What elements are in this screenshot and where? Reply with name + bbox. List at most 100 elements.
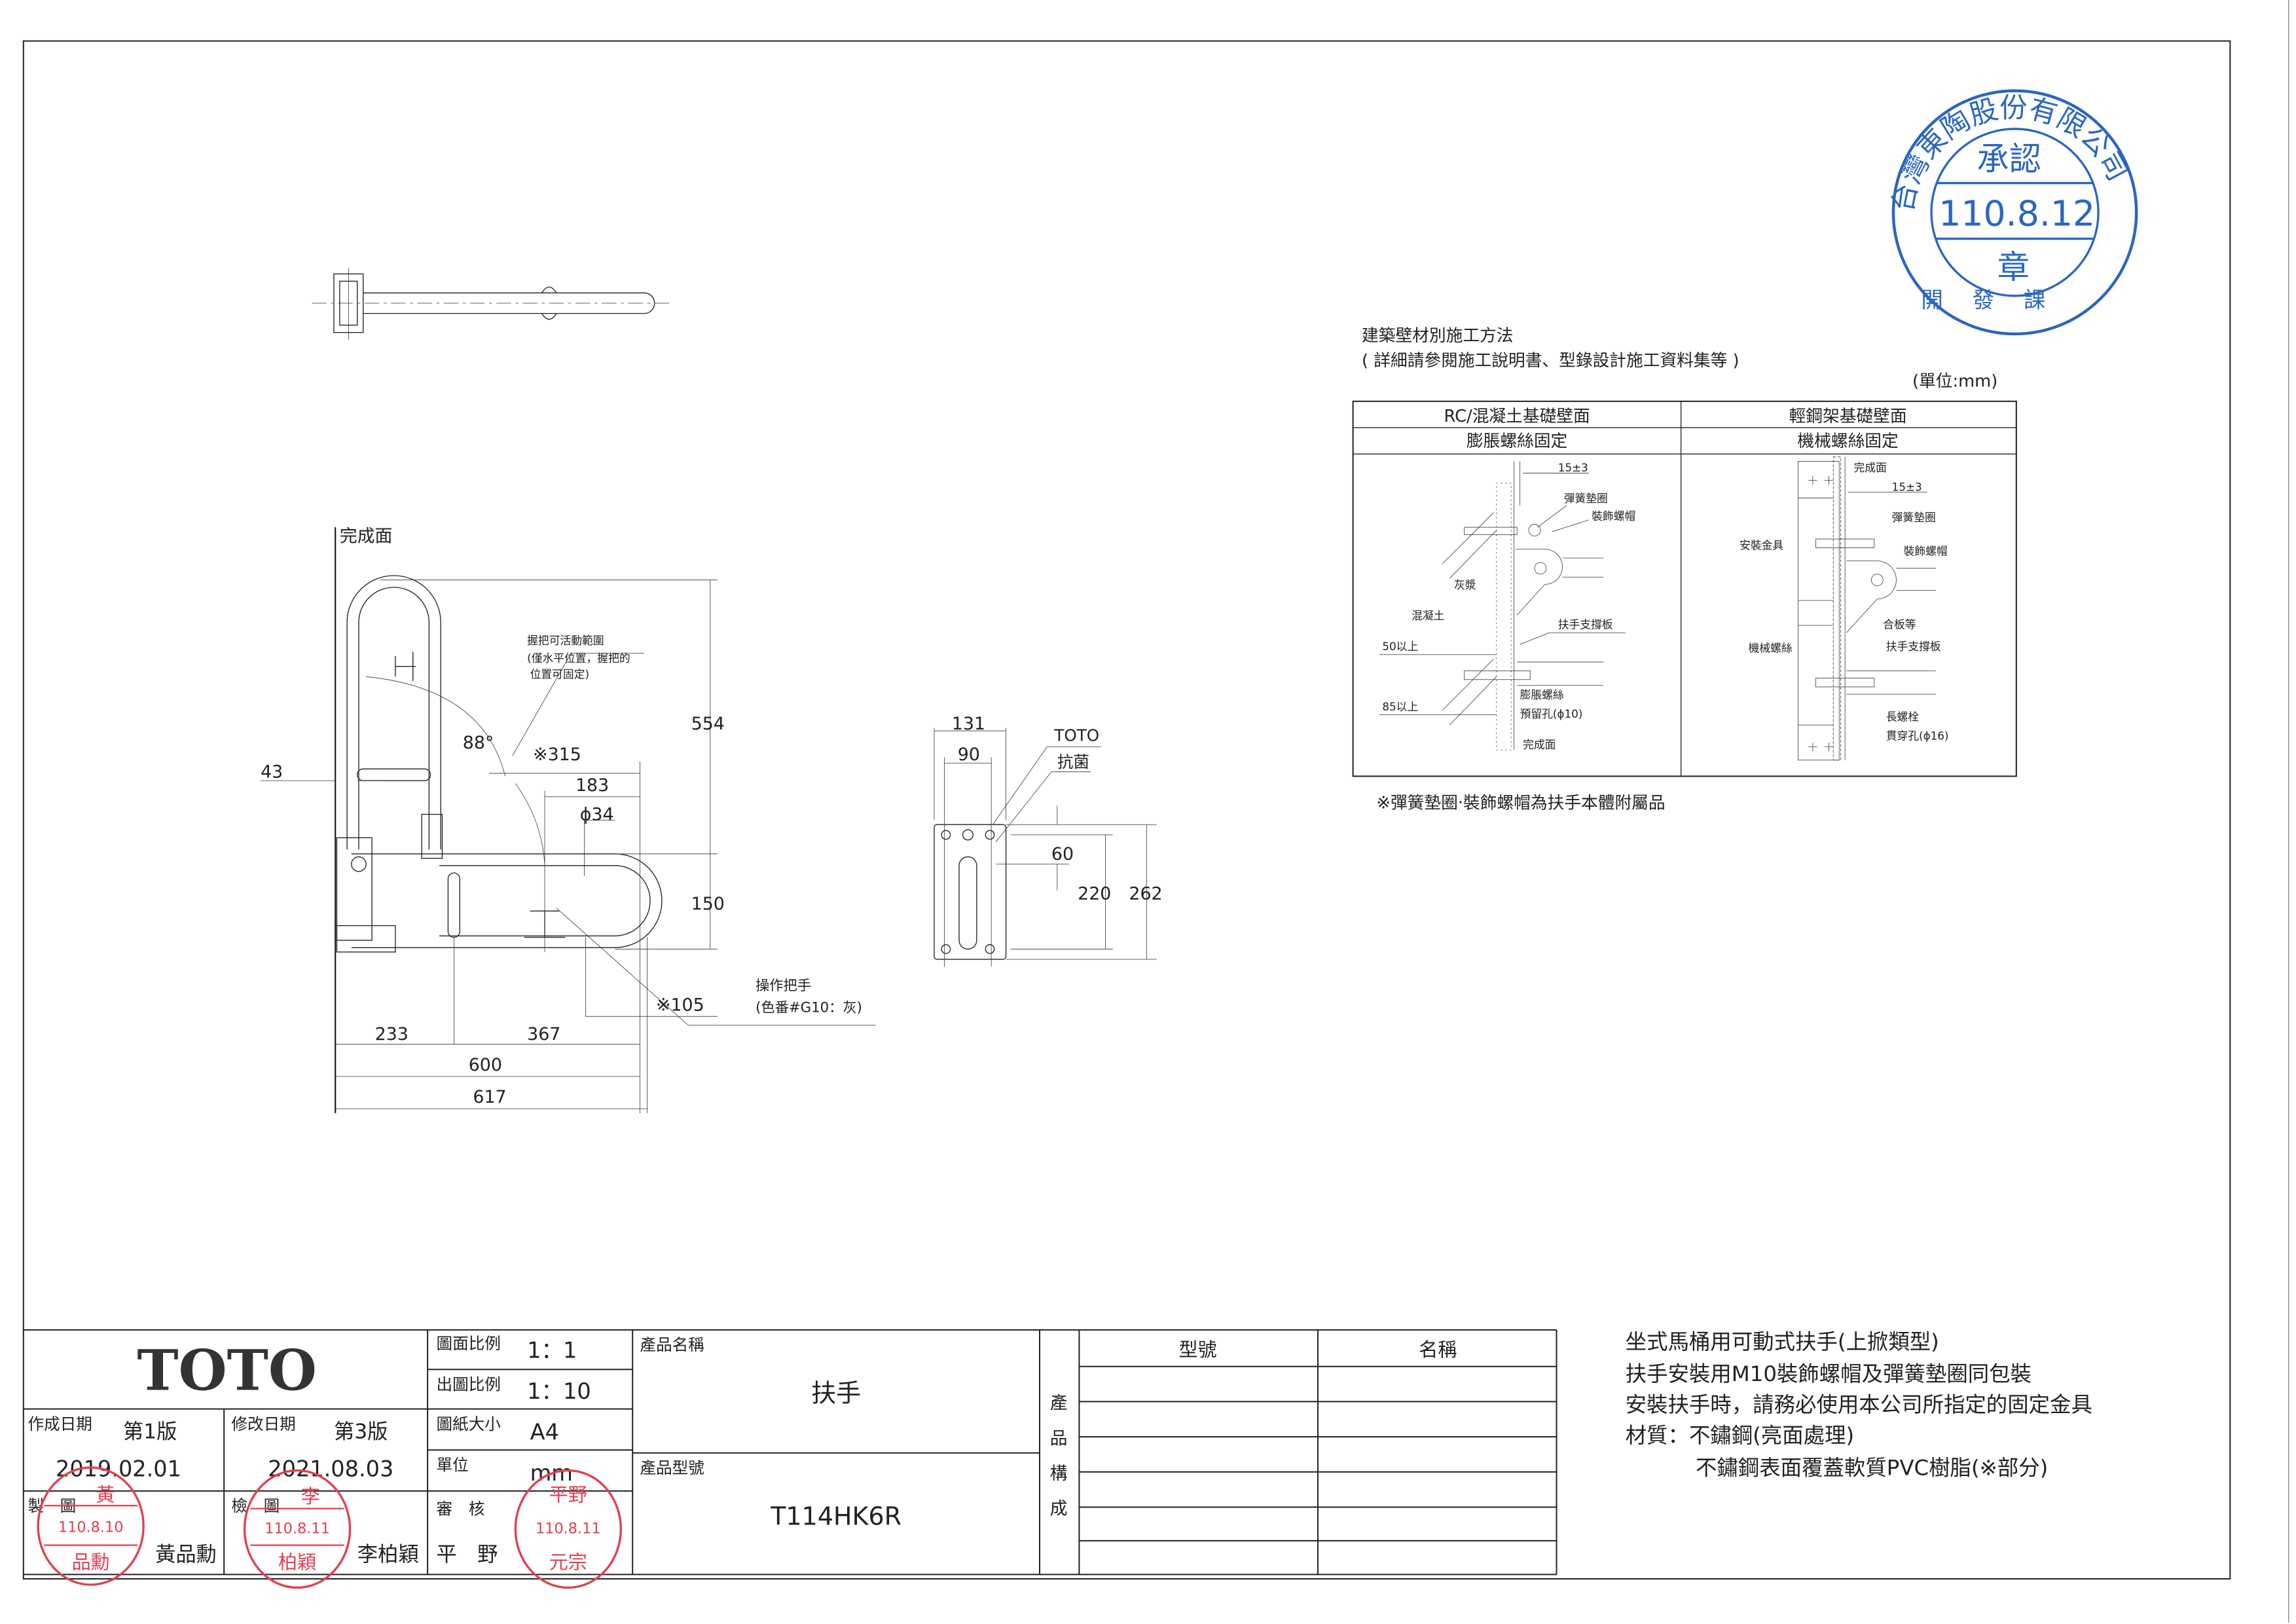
long-bolt-label: 長螺栓 [1886,710,1920,723]
stamp-date: 110.8.12 [1939,193,2095,234]
side-view: 131 90 TOTO 抗菌 60 220 262 [934,714,1163,967]
antibacterial-label: 抗菌 [1057,752,1089,771]
top-view [312,268,674,340]
installation-section: 建築壁材別施工方法 ( 詳細請參閱施工說明書、型錄設計施工資料集等 ) (單位:… [1352,326,2017,813]
handle-color-label: (色番#G10：灰) [756,999,862,1016]
dim-60: 60 [1051,844,1074,864]
left-gap-label: 15±3 [1558,461,1588,474]
finish-surface-label: 完成面 [340,526,392,547]
left-plate-label: 扶手支撐板 [1558,618,1613,631]
created-version: 第1版 [123,1420,177,1443]
stamp-dept: 開發課 [1921,287,2075,313]
rc-wall-method: 膨脹螺絲固定 [1467,432,1567,451]
sheet-border [22,40,2231,1580]
paper-size-label: 圖紙大小 [437,1414,501,1433]
left-hole-label: 預留孔(ϕ10) [1520,707,1583,720]
product-name: 扶手 [811,1378,861,1407]
toto-logo: TOTO [137,1338,317,1404]
svg-text:李: 李 [301,1485,320,1507]
dim-233: 233 [375,1024,409,1044]
composition-char-4: 成 [1050,1499,1068,1519]
drawing-scale: 1：1 [527,1337,577,1363]
note-line-4: 材質：不鏽鋼(亮面處理) [1626,1423,1855,1448]
stamp-approve: 承認 [1977,139,2041,177]
note-line-5: 不鏽鋼表面覆蓋軟質PVC樹脂(※部分) [1696,1455,2048,1480]
dim-315: ※315 [533,745,581,765]
anchor-bolt-label: 膨脹螺絲 [1520,688,1564,701]
revised-date-label: 修改日期 [231,1414,295,1433]
right-plate-label: 扶手支撐板 [1886,640,1941,653]
paper-size: A4 [530,1420,559,1445]
note-line-3: 安裝扶手時，請務必使用本公司所指定的固定金具 [1626,1392,2092,1417]
composition-char-3: 構 [1050,1464,1068,1484]
front-view: 完成面 43 554 150 8 [261,526,876,1113]
install-subtitle: ( 詳細請參閱施工說明書、型錄設計施工資料集等 ) [1362,351,1740,371]
dim-262: 262 [1129,883,1162,904]
steel-wall-method: 機械螺絲固定 [1797,432,1898,451]
left-nut-label: 裝飾螺帽 [1592,509,1635,523]
unit-label-tb: 單位 [437,1456,469,1475]
right-washer-label: 彈簧墊圈 [1892,511,1936,524]
plywood-label: 合板等 [1883,618,1916,631]
drawing-scale-label: 圖面比例 [437,1334,501,1353]
svg-text:品勳: 品勳 [72,1551,110,1573]
dim-90: 90 [958,745,980,765]
product-model: T114HK6R [770,1502,902,1530]
svg-text:柏穎: 柏穎 [278,1551,316,1573]
revised-date: 2021.08.03 [268,1456,393,1481]
approval-stamp: 台灣東陶股份有限公司 承認 110.8.12 章 開發課 [1887,89,2138,336]
dim-617: 617 [473,1087,506,1107]
dim-angle-88: 88° [463,733,494,753]
drawn-stamp: 黃 110.8.10 品勳 [37,1466,145,1586]
svg-text:黃: 黃 [96,1484,115,1506]
product-notes: 坐式馬桶用可動式扶手(上掀類型) 扶手安裝用M10裝飾螺帽及彈簧墊圈同包裝 安裝… [1626,1329,2092,1480]
name-column-header: 名稱 [1419,1338,1457,1361]
accessory-note: ※彈簧墊圈‧裝飾螺帽為扶手本體附屬品 [1376,794,1665,813]
checked-by-label: 檢 圖 [231,1496,280,1515]
dim-183: 183 [575,775,609,796]
svg-text:110.8.11: 110.8.11 [264,1521,330,1538]
range-note-2: (僅水平位置，握把的 [527,652,630,665]
note-line-2: 扶手安裝用M10裝飾螺帽及彈簧墊圈同包裝 [1626,1361,2032,1386]
product-name-label: 產品名稱 [640,1335,704,1354]
approved-stamp: 平野 110.8.11 元宗 [514,1469,622,1589]
note-line-1: 坐式馬桶用可動式扶手(上掀類型) [1626,1329,1939,1354]
title-block: TOTO 圖面比例 1：1 出圖比例 1：10 圖紙大小 A4 單位 mm 作成… [23,1329,1558,1589]
composition-char-2: 品 [1050,1428,1068,1449]
revised-version: 第3版 [334,1420,388,1443]
created-date: 2019.02.01 [56,1456,181,1481]
range-note-1: 握把可活動範圍 [527,634,604,647]
machine-screw-label: 機械螺絲 [1749,641,1793,654]
dim-554: 554 [691,714,725,734]
approved-by-label: 審 核 [437,1500,485,1519]
right-gap-label: 15±3 [1892,480,1922,493]
dim-dia-34: ϕ34 [580,804,614,824]
svg-text:110.8.10: 110.8.10 [58,1519,124,1536]
min85-label: 85以上 [1382,700,1418,713]
dim-367: 367 [527,1024,560,1044]
rc-wall-header: RC/混凝土基礎壁面 [1444,407,1590,426]
checked-stamp: 李 110.8.11 柏穎 [243,1469,352,1589]
svg-text:110.8.11: 110.8.11 [536,1521,601,1538]
right-hole-label: 貫穿孔(ϕ16) [1886,729,1949,742]
dim-150: 150 [691,894,725,914]
print-scale-label: 出圖比例 [437,1375,501,1394]
bracket-label: 安裝金具 [1740,539,1783,552]
concrete-label: 混凝土 [1412,609,1444,622]
dim-105: ※105 [656,995,704,1015]
drawn-by: 黃品勳 [155,1543,217,1566]
model-column-header: 型號 [1178,1338,1216,1361]
range-note-3: 位置可固定) [530,668,589,681]
handle-label: 操作把手 [756,978,811,994]
print-scale: 1：10 [527,1378,591,1404]
checked-by: 李柏穎 [357,1543,419,1566]
left-washer-label: 彈簧墊圈 [1564,492,1608,505]
steel-wall-header: 輕鋼架基礎壁面 [1789,407,1907,426]
created-date-label: 作成日期 [27,1414,92,1433]
left-finish-label: 完成面 [1523,738,1556,751]
svg-text:平野: 平野 [549,1484,587,1506]
mortar-label: 灰漿 [1454,578,1476,591]
dim-131: 131 [952,714,985,734]
stamp-seal: 章 [1997,248,2030,286]
composition-char-1: 產 [1050,1393,1068,1414]
